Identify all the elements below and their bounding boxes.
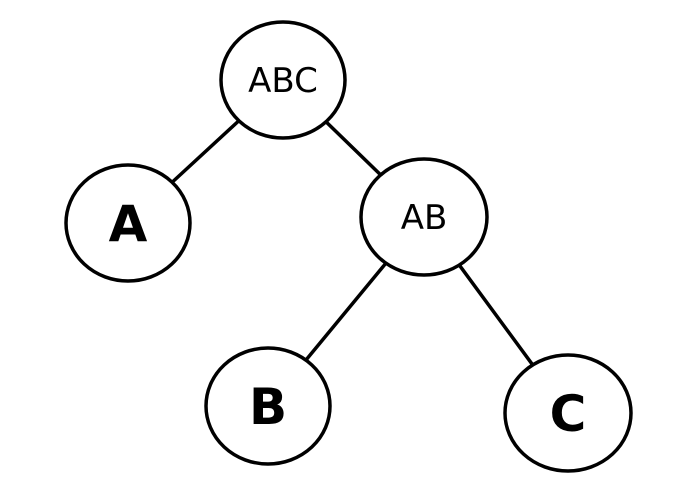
node-label-c: C: [550, 385, 587, 443]
nodes-layer: ABC A AB B C: [64, 20, 633, 473]
node-circle-a: [64, 163, 192, 283]
node-b: B: [204, 346, 332, 466]
node-circle-b: [204, 346, 332, 466]
node-label-abc: ABC: [248, 61, 318, 101]
edges-layer: [170, 118, 535, 367]
edge-ab-b: [304, 261, 388, 362]
node-circle-abc: [219, 20, 347, 140]
node-ab: AB: [359, 157, 489, 277]
node-circle-c: [503, 353, 633, 473]
node-abc: ABC: [219, 20, 347, 140]
node-label-b: B: [249, 378, 287, 436]
node-label-a: A: [109, 195, 148, 253]
node-c: C: [503, 353, 633, 473]
edge-ab-c: [457, 263, 535, 367]
node-circle-ab: [359, 157, 489, 277]
edge-abc-a: [170, 118, 241, 185]
node-label-ab: AB: [401, 198, 448, 238]
edge-abc-ab: [324, 120, 383, 177]
node-a: A: [64, 163, 192, 283]
